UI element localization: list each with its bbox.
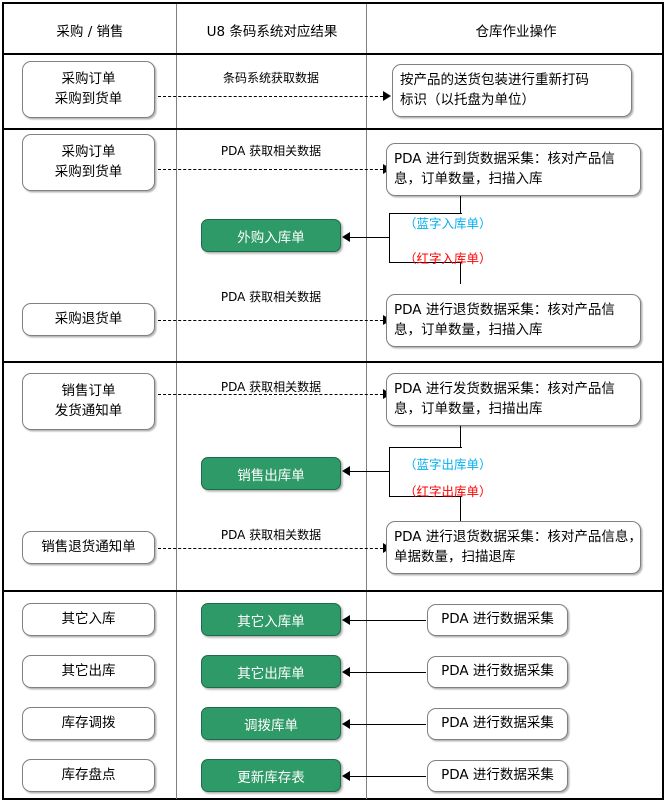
bracket-segment bbox=[460, 426, 461, 448]
annotation-pda-fetch-arrival: PDA 获取相关数据 bbox=[220, 144, 322, 158]
bracket-segment bbox=[389, 447, 390, 497]
dashed-connector bbox=[158, 320, 388, 321]
column-divider-1 bbox=[176, 4, 177, 799]
target-box-pda-arrival-collect[interactable]: PDA 进行到货数据采集：核对产品信 息，订单数量，扫描入库 bbox=[386, 143, 641, 196]
source-line: 发货通知单 bbox=[54, 402, 123, 419]
target-line: PDA 进行到货数据采集：核对产品信 bbox=[394, 150, 615, 167]
section-rule-2 bbox=[3, 361, 664, 363]
bracket-segment bbox=[389, 447, 462, 448]
target-line: 按产品的送货包装进行重新打码 bbox=[400, 71, 589, 88]
source-box-purchase-return[interactable]: 采购退货单 bbox=[22, 303, 155, 336]
section-rule-1 bbox=[3, 128, 664, 130]
column-header-purchase-sales: 采购 / 销售 bbox=[56, 24, 124, 40]
source-line: 采购退货单 bbox=[54, 310, 123, 327]
source-box-purchase-order-print[interactable]: 采购订单 采购到货单 bbox=[22, 61, 155, 118]
header-bottom-rule bbox=[3, 53, 664, 55]
bracket-segment bbox=[389, 262, 462, 263]
source-box-other-outbound[interactable]: 其它出库 bbox=[22, 655, 155, 688]
result-box-stock-count[interactable]: 更新库存表 bbox=[201, 759, 341, 792]
annotation-pda-fetch-purchase-return: PDA 获取相关数据 bbox=[220, 290, 322, 304]
operation-label: PDA 进行数据采集 bbox=[441, 663, 554, 680]
dashed-connector bbox=[158, 548, 388, 549]
operation-label: PDA 进行数据采集 bbox=[441, 611, 554, 628]
target-line: PDA 进行退货数据采集：核对产品信息， bbox=[394, 528, 642, 545]
column-divider-2 bbox=[366, 4, 367, 799]
result-box-other-outbound[interactable]: 其它出库单 bbox=[201, 655, 341, 688]
arrowhead-icon bbox=[342, 615, 350, 625]
source-line: 销售退货通知单 bbox=[41, 538, 136, 555]
arrowhead-icon bbox=[342, 232, 350, 242]
arrowhead-icon bbox=[342, 667, 350, 677]
arrowhead-icon bbox=[342, 466, 350, 476]
column-header-u8-barcode: U8 条码系统对应结果 bbox=[206, 24, 338, 40]
target-box-pda-shipment-collect[interactable]: PDA 进行发货数据采集：核对产品信 息，订单数量，扫描出库 bbox=[386, 373, 641, 426]
target-line: PDA 进行退货数据采集：核对产品信 bbox=[394, 301, 615, 318]
target-box-pda-sales-return-collect[interactable]: PDA 进行退货数据采集：核对产品信息， 单据数量，扫描退库 bbox=[386, 521, 642, 574]
operation-label: PDA 进行数据采集 bbox=[441, 715, 554, 732]
operation-box-stock-transfer[interactable]: PDA 进行数据采集 bbox=[427, 708, 568, 740]
source-box-sales-return[interactable]: 销售退货通知单 bbox=[22, 531, 155, 564]
source-label: 库存盘点 bbox=[61, 766, 116, 783]
source-box-purchase-arrival[interactable]: 采购订单 采购到货单 bbox=[22, 134, 155, 191]
arrowhead-icon bbox=[342, 719, 350, 729]
source-line: 采购到货单 bbox=[54, 163, 123, 180]
target-line: 单据数量，扫描退库 bbox=[394, 548, 516, 565]
bracket-segment bbox=[389, 213, 462, 214]
source-label: 库存调拨 bbox=[61, 714, 116, 731]
source-label: 其它出库 bbox=[61, 662, 116, 679]
operation-box-other-outbound[interactable]: PDA 进行数据采集 bbox=[427, 656, 568, 688]
column-header-warehouse-ops: 仓库作业操作 bbox=[475, 24, 557, 40]
source-line: 销售订单 bbox=[61, 382, 116, 399]
result-box-other-inbound[interactable]: 其它入库单 bbox=[201, 603, 341, 636]
source-box-stock-transfer[interactable]: 库存调拨 bbox=[22, 707, 155, 740]
label-blue-outbound-note: （蓝字出库单） bbox=[404, 457, 492, 472]
annotation-pda-fetch-sales-return: PDA 获取相关数据 bbox=[220, 528, 322, 542]
arrowhead-icon bbox=[383, 91, 391, 101]
bracket-segment bbox=[389, 496, 462, 497]
section-rule-3 bbox=[3, 590, 664, 592]
result-box-outsourced-inbound[interactable]: 外购入库单 bbox=[201, 219, 341, 252]
target-line: 息，订单数量，扫描出库 bbox=[394, 400, 543, 417]
bracket-segment bbox=[460, 196, 461, 214]
source-box-stock-count[interactable]: 库存盘点 bbox=[22, 759, 155, 792]
bracket-segment bbox=[460, 496, 461, 522]
dashed-connector bbox=[158, 96, 388, 97]
source-label: 其它入库 bbox=[61, 610, 116, 627]
bracket-stem-to-result bbox=[350, 237, 390, 238]
solid-connector bbox=[350, 724, 426, 725]
source-line: 采购订单 bbox=[61, 143, 116, 160]
source-line: 采购订单 bbox=[61, 70, 116, 87]
result-box-sales-outbound[interactable]: 销售出库单 bbox=[201, 457, 341, 490]
target-line: PDA 进行发货数据采集：核对产品信 bbox=[394, 380, 615, 397]
target-line: 标识（以托盘为单位） bbox=[400, 91, 535, 108]
operation-box-other-inbound[interactable]: PDA 进行数据采集 bbox=[427, 604, 568, 636]
label-blue-inbound-note: （蓝字入库单） bbox=[404, 216, 492, 231]
source-box-other-inbound[interactable]: 其它入库 bbox=[22, 603, 155, 636]
annotation-barcode-fetch: 条码系统获取数据 bbox=[222, 71, 319, 85]
label-red-inbound-note: （红字入库单） bbox=[404, 251, 492, 266]
dashed-connector bbox=[158, 394, 388, 395]
annotation-pda-fetch-shipment: PDA 获取相关数据 bbox=[220, 380, 322, 394]
result-box-stock-transfer[interactable]: 调拨库单 bbox=[201, 707, 341, 740]
source-line: 采购到货单 bbox=[54, 90, 123, 107]
operation-box-stock-count[interactable]: PDA 进行数据采集 bbox=[427, 760, 568, 792]
arrowhead-icon bbox=[342, 771, 350, 781]
dashed-connector bbox=[158, 169, 388, 170]
operation-label: PDA 进行数据采集 bbox=[441, 767, 554, 784]
bracket-segment bbox=[389, 213, 390, 263]
source-box-sales-order[interactable]: 销售订单 发货通知单 bbox=[22, 373, 155, 430]
label-red-outbound-note: （红字出库单） bbox=[404, 484, 492, 499]
target-line: 息，订单数量，扫描入库 bbox=[394, 321, 543, 338]
target-box-pda-purchase-return-collect[interactable]: PDA 进行退货数据采集：核对产品信 息，订单数量，扫描入库 bbox=[386, 294, 641, 347]
bracket-segment bbox=[460, 262, 461, 284]
target-line: 息，订单数量，扫描入库 bbox=[394, 170, 543, 187]
solid-connector bbox=[350, 776, 426, 777]
bracket-stem-to-result bbox=[350, 471, 390, 472]
solid-connector bbox=[350, 672, 426, 673]
target-box-reprint-coding[interactable]: 按产品的送货包装进行重新打码 标识（以托盘为单位） bbox=[392, 64, 632, 117]
solid-connector bbox=[350, 620, 426, 621]
